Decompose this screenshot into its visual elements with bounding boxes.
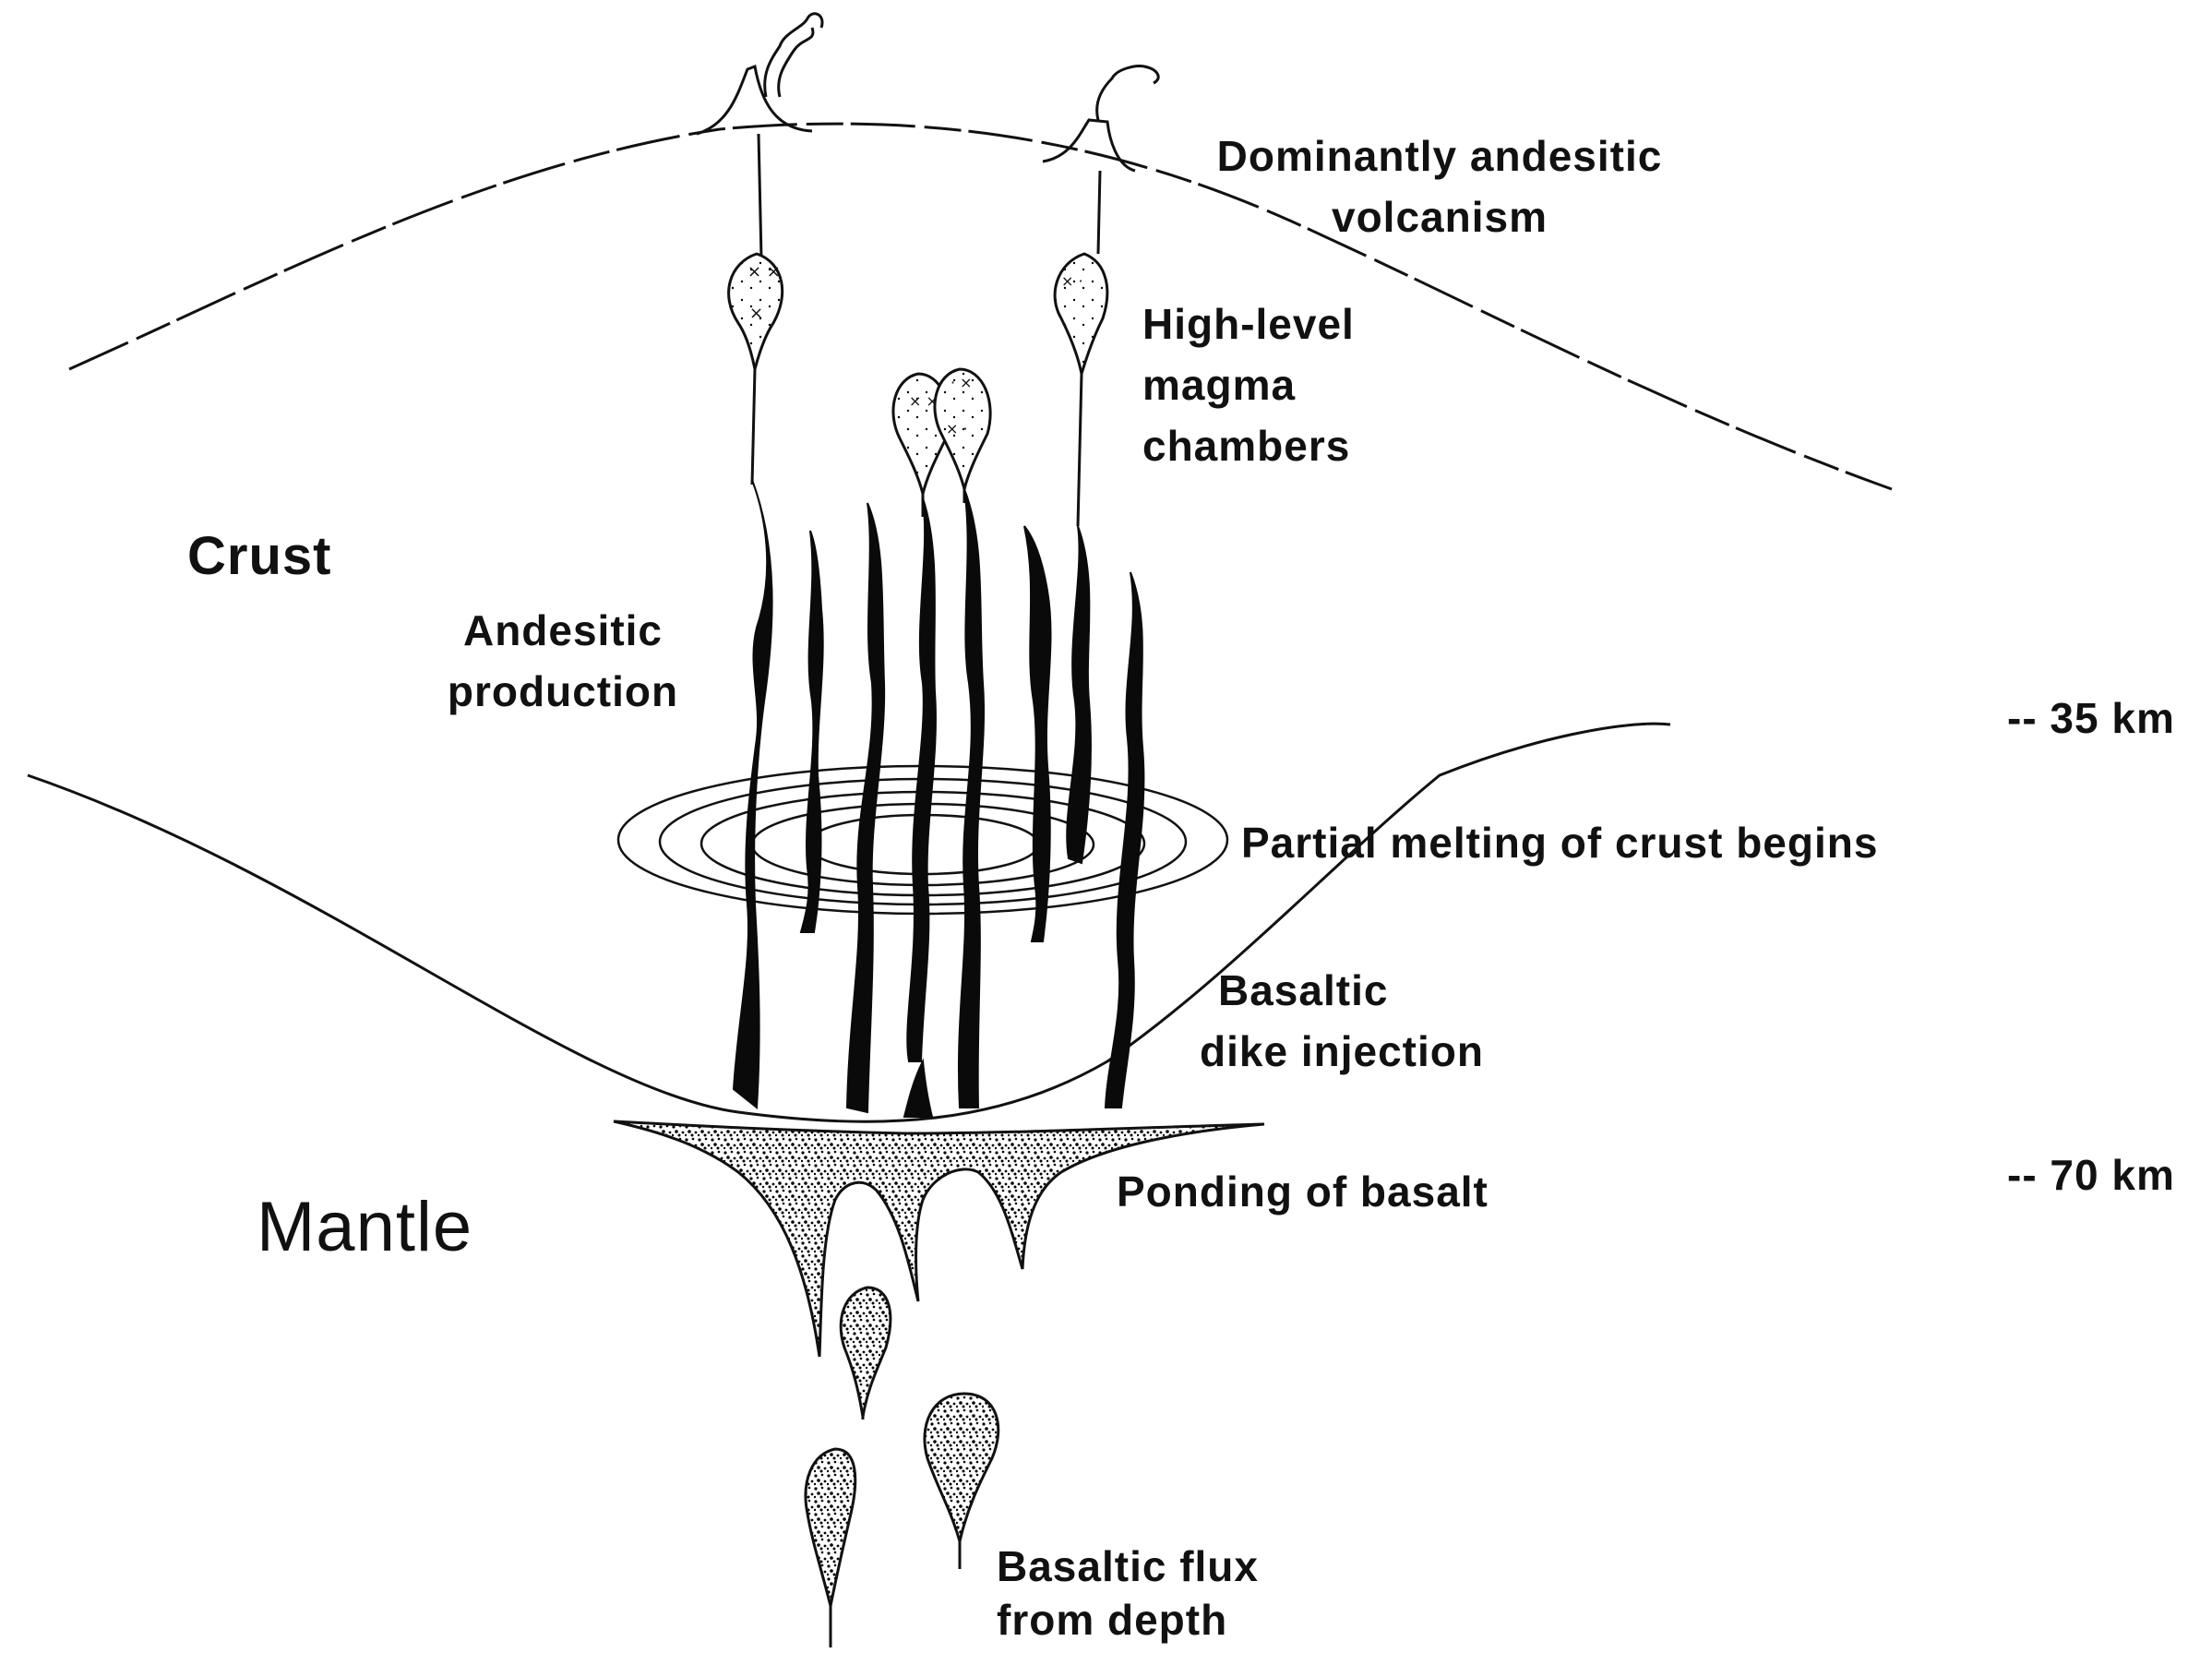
label-partial-melting: Partial melting of crust begins: [1241, 812, 1878, 873]
label-dominantly-andesitic-volcanism: Dominantly andesitic volcanism: [1172, 126, 1707, 247]
flux-line-2: from depth: [997, 1593, 1259, 1647]
flux-line-1: Basaltic flux: [997, 1539, 1259, 1593]
label-basaltic-dike-injection: Basaltic dike injection: [1200, 960, 1484, 1082]
label-crust: Crust: [187, 526, 331, 587]
volcanism-line-2: volcanism: [1172, 186, 1707, 247]
basalt-pond: [614, 1121, 1264, 1357]
volcanism-line-1: Dominantly andesitic: [1172, 126, 1707, 186]
dike-line-1: Basaltic: [1200, 960, 1484, 1021]
basaltic-dikes: [734, 480, 1143, 1117]
svg-text:× ·: × ·: [1061, 272, 1083, 290]
label-depth-70-km: -- 70 km: [2007, 1144, 2175, 1205]
label-ponding-of-basalt: Ponding of basalt: [1117, 1161, 1489, 1222]
chambers-line-1: High-level: [1142, 293, 1355, 354]
svg-text:· ×: · ×: [951, 374, 973, 391]
svg-text:×: ×: [749, 304, 763, 323]
basalt-diapirs: [806, 1288, 998, 1606]
andesitic-line-2: production: [424, 661, 701, 722]
magma-chambers: × × × × · × × · × × ·: [729, 254, 1107, 494]
svg-text:× ×: × ×: [909, 392, 939, 410]
volcano-right: [1043, 66, 1158, 254]
label-mantle: Mantle: [257, 1197, 472, 1258]
label-basaltic-flux-from-depth: Basaltic flux from depth: [997, 1539, 1259, 1647]
andesitic-line-1: Andesitic: [424, 600, 701, 661]
chambers-line-3: chambers: [1142, 415, 1355, 476]
label-high-level-magma-chambers: High-level magma chambers: [1142, 293, 1355, 476]
svg-text:× ×: × ×: [747, 262, 781, 281]
label-depth-35-km: -- 35 km: [2007, 688, 2175, 749]
volcano-left: [697, 14, 822, 258]
dike-line-2: dike injection: [1200, 1021, 1484, 1082]
label-andesitic-production: Andesitic production: [424, 600, 701, 722]
svg-text:× ·: × ·: [946, 420, 968, 437]
chambers-line-2: magma: [1142, 354, 1355, 415]
